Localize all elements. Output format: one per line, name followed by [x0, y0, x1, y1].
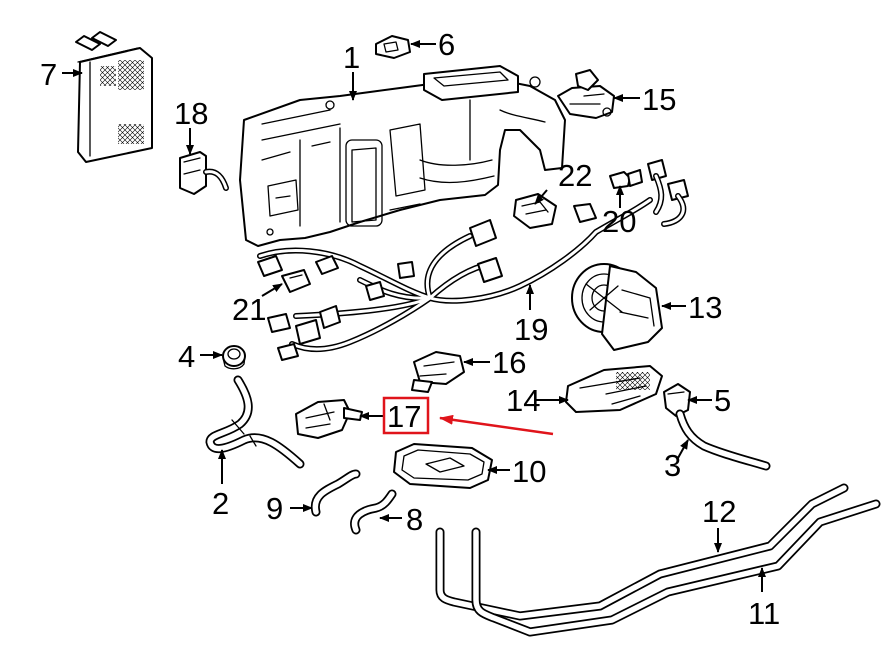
callout-8[interactable]: 8 [406, 502, 423, 537]
callout-22[interactable]: 22 [558, 158, 592, 193]
part-15-actuator [557, 69, 615, 119]
callout-1[interactable]: 1 [343, 40, 360, 75]
callout-6[interactable]: 6 [438, 27, 455, 62]
highlight-callout-17 [382, 396, 554, 436]
part-13-blower-motor [571, 263, 663, 351]
highlight-arrow [439, 414, 554, 436]
callout-21[interactable]: 21 [232, 292, 266, 327]
part-9-hose [310, 469, 361, 517]
callout-17[interactable]: 17 [387, 399, 421, 434]
callout-numbers: 1 6 7 18 15 22 20 21 19 13 4 16 14 5 17 … [40, 27, 780, 631]
part-10-cover [393, 443, 493, 489]
callout-14[interactable]: 14 [506, 383, 540, 418]
part-18-sensor [179, 151, 229, 195]
callout-18[interactable]: 18 [174, 96, 208, 131]
callout-19[interactable]: 19 [514, 312, 548, 347]
part-19-wiring-harness [257, 159, 689, 361]
callout-15[interactable]: 15 [642, 82, 676, 117]
callout-7[interactable]: 7 [40, 57, 57, 92]
part-22-resistor [513, 193, 557, 229]
leader-lines [62, 40, 766, 592]
part-14-housing [565, 365, 663, 413]
part-16-bracket [411, 351, 465, 393]
part-12-ac-line [435, 483, 849, 621]
callout-11[interactable]: 11 [748, 596, 780, 631]
part-5-fitting [663, 383, 691, 417]
callout-10[interactable]: 10 [512, 454, 546, 489]
part-17-actuator [295, 399, 363, 439]
callout-12[interactable]: 12 [702, 494, 736, 529]
part-6-bracket [375, 35, 411, 59]
part-11-ac-line [471, 499, 881, 637]
callout-2[interactable]: 2 [212, 486, 229, 521]
callout-13[interactable]: 13 [688, 290, 722, 325]
callout-3[interactable]: 3 [664, 448, 681, 483]
part-1-hvac-case [239, 65, 566, 247]
highlight-box [382, 396, 430, 435]
part-2-heater-hose [205, 375, 305, 469]
part-21-connector [281, 269, 311, 293]
part-7-heater-core [75, 31, 153, 163]
callout-4[interactable]: 4 [178, 339, 195, 374]
part-4-grommet [222, 345, 246, 370]
part-8-hose [350, 489, 397, 535]
callout-16[interactable]: 16 [492, 345, 526, 380]
part-3-hose [675, 409, 771, 471]
part-20-sensor [609, 169, 643, 189]
callout-5[interactable]: 5 [714, 383, 731, 418]
callout-20[interactable]: 20 [602, 204, 636, 239]
callout-9[interactable]: 9 [266, 491, 283, 526]
